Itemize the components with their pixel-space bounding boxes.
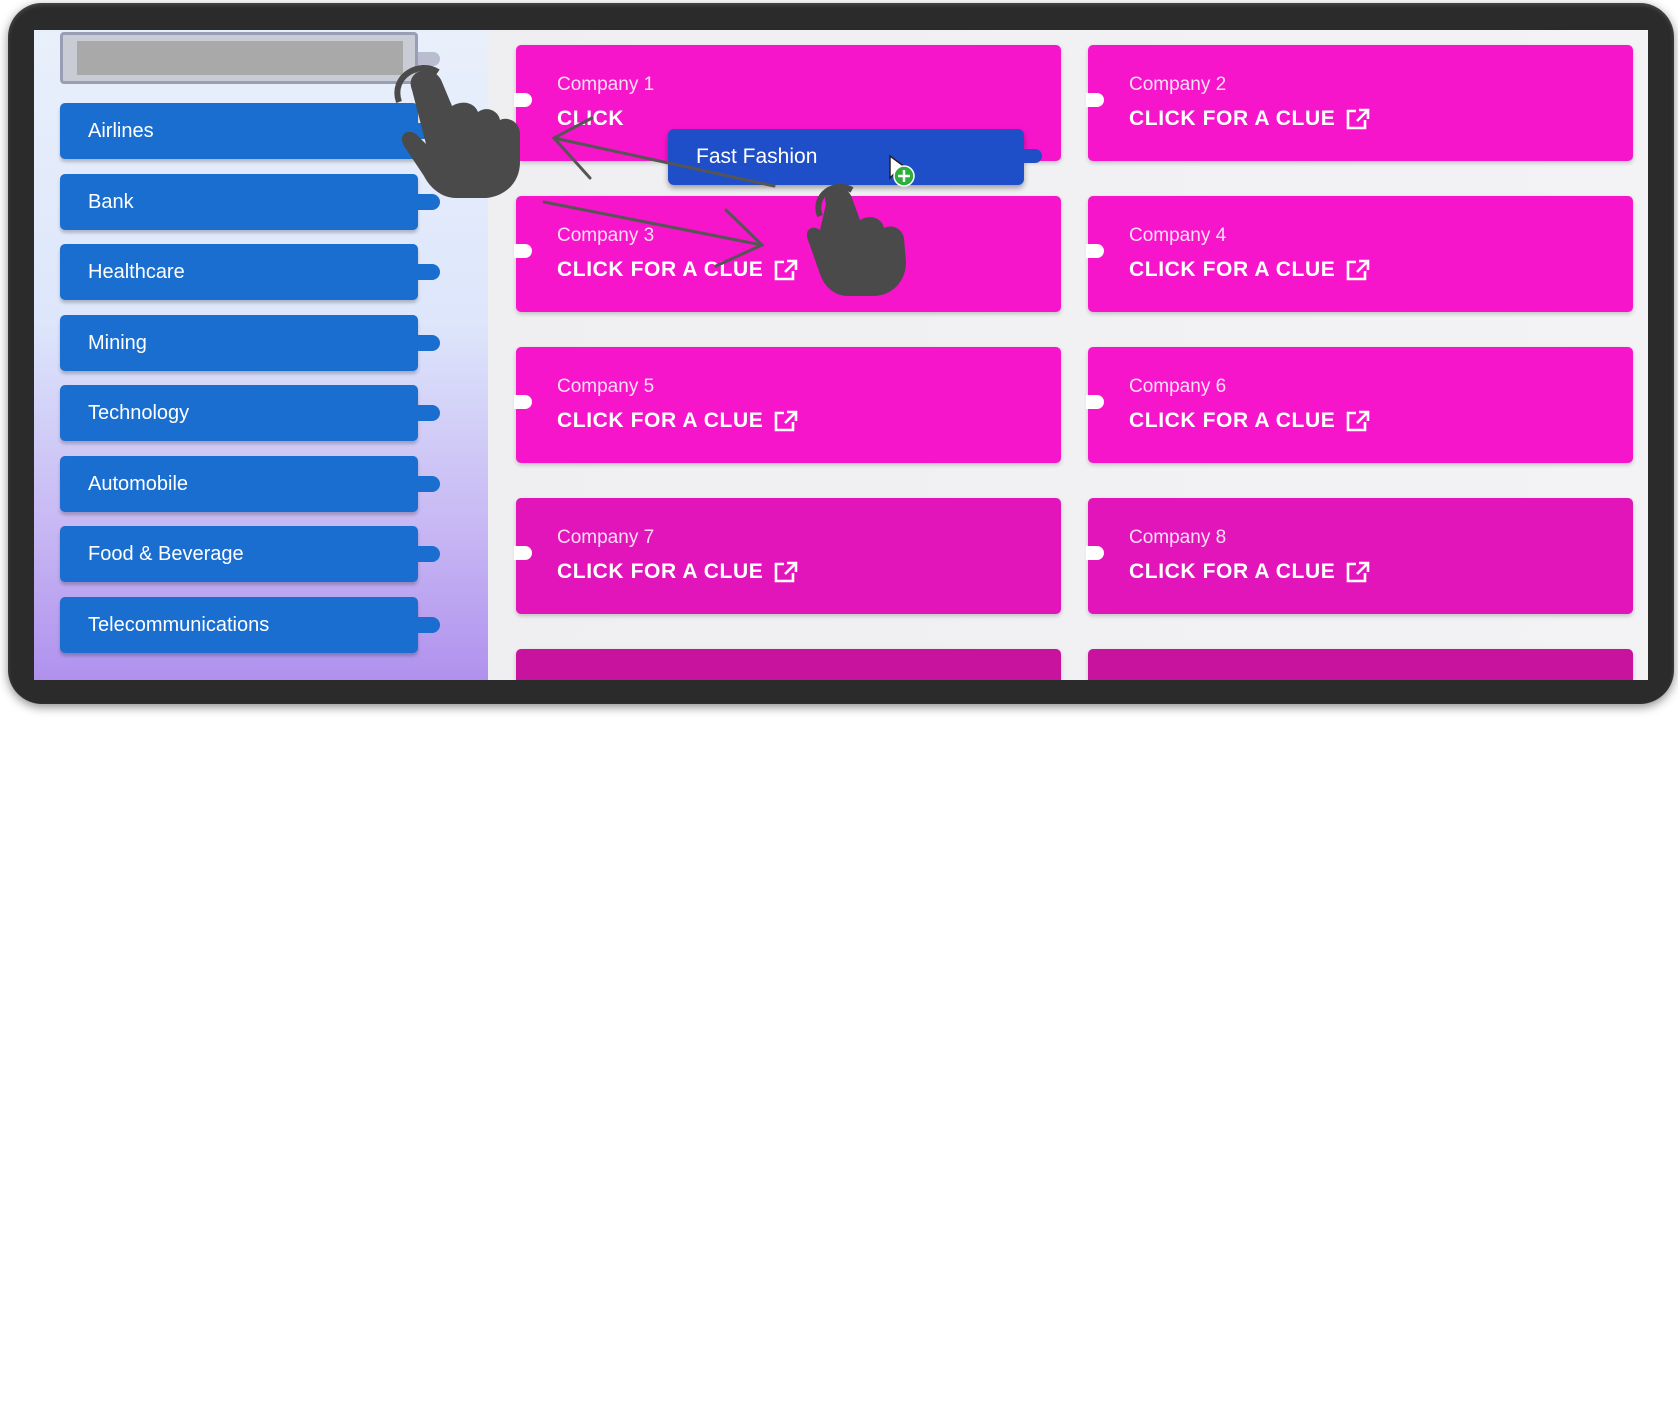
sidebar-item-label: Mining: [88, 331, 147, 354]
connector-nub: [416, 405, 440, 421]
sidebar-item-automobile[interactable]: Automobile: [60, 456, 440, 512]
company-name: Company 5: [557, 376, 655, 397]
clue-label: CLICK FOR A CLUE: [557, 258, 764, 281]
card-notch: [1086, 244, 1104, 258]
clue-label: CLICK FOR A CLUE: [1129, 107, 1336, 130]
sidebar-item-healthcare[interactable]: Healthcare: [60, 244, 440, 300]
company-card-3[interactable]: Company 3 CLICK FOR A CLUE: [514, 196, 1061, 312]
sidebar-item-food-beverage[interactable]: Food & Beverage: [60, 526, 440, 582]
clue-link[interactable]: CLICK FOR A CLUE: [1129, 107, 1371, 131]
sidebar-item-label: Food & Beverage: [88, 542, 244, 565]
sidebar-item-label: Automobile: [88, 472, 189, 495]
company-card-7[interactable]: Company 7 CLICK FOR A CLUE: [514, 498, 1061, 614]
external-link-icon: [1347, 108, 1370, 130]
clue-link[interactable]: CLICK: [557, 107, 624, 131]
clue-label: CLICK: [557, 107, 625, 130]
sidebar-item-technology[interactable]: Technology: [60, 385, 440, 441]
external-link-icon: [1347, 259, 1370, 281]
clue-label: CLICK FOR A CLUE: [1129, 409, 1336, 432]
company-card-8[interactable]: Company 8 CLICK FOR A CLUE: [1086, 498, 1633, 614]
clue-label: CLICK FOR A CLUE: [557, 560, 764, 583]
card-notch: [514, 93, 532, 107]
sidebar-item-airlines[interactable]: Airlines: [60, 103, 440, 159]
company-card-2[interactable]: Company 2 CLICK FOR A CLUE: [1086, 45, 1633, 161]
card-notch: [514, 546, 532, 560]
clue-link[interactable]: CLICK FOR A CLUE: [557, 409, 799, 433]
company-name: Company 8: [1129, 527, 1227, 548]
external-link-icon: [1347, 561, 1370, 583]
company-name: Company 6: [1129, 376, 1227, 397]
card-notch: [514, 395, 532, 409]
clue-label: CLICK FOR A CLUE: [1129, 560, 1336, 583]
drag-chip-label: Fast Fashion: [696, 145, 818, 168]
external-link-icon: [1347, 410, 1370, 432]
company-name: Company 1: [557, 74, 655, 95]
connector-nub: [416, 264, 440, 280]
clue-link[interactable]: CLICK FOR A CLUE: [557, 258, 799, 282]
clue-link[interactable]: CLICK FOR A CLUE: [1129, 258, 1371, 282]
company-card-10[interactable]: [1088, 649, 1633, 680]
card-notch: [514, 244, 532, 258]
company-card-4[interactable]: Company 4 CLICK FOR A CLUE: [1086, 196, 1633, 312]
drop-slot-nub: [418, 52, 440, 66]
connector-nub: [416, 617, 440, 633]
sidebar-item-label: Technology: [88, 401, 190, 424]
sidebar: Airlines Bank Healthcare Mining Technolo…: [34, 30, 488, 680]
clue-link[interactable]: CLICK FOR A CLUE: [1129, 409, 1371, 433]
clue-label: CLICK FOR A CLUE: [557, 409, 764, 432]
company-card-9[interactable]: [516, 649, 1061, 680]
empty-drop-slot[interactable]: [60, 32, 418, 84]
sidebar-item-label: Healthcare: [88, 260, 185, 283]
card-notch: [1086, 93, 1104, 107]
external-link-icon: [775, 410, 798, 432]
sidebar-item-bank[interactable]: Bank: [60, 174, 440, 230]
card-notch: [1086, 395, 1104, 409]
sidebar-item-label: Airlines: [88, 119, 154, 142]
clue-link[interactable]: CLICK FOR A CLUE: [557, 560, 799, 584]
connector-nub: [416, 546, 440, 562]
company-name: Company 3: [557, 225, 655, 246]
company-name: Company 7: [557, 527, 655, 548]
dragged-industry-chip[interactable]: Fast Fashion: [668, 129, 1042, 185]
external-link-icon: [775, 561, 798, 583]
app-screen: Airlines Bank Healthcare Mining Technolo…: [34, 30, 1648, 680]
external-link-icon: [775, 259, 798, 281]
drop-slot-highlight: [77, 41, 403, 75]
connector-nub: [416, 335, 440, 351]
sidebar-item-label: Bank: [88, 190, 134, 213]
company-name: Company 4: [1129, 225, 1227, 246]
company-card-6[interactable]: Company 6 CLICK FOR A CLUE: [1086, 347, 1633, 463]
card-notch: [1086, 546, 1104, 560]
connector-nub: [416, 476, 440, 492]
clue-link[interactable]: CLICK FOR A CLUE: [1129, 560, 1371, 584]
sidebar-item-label: Telecommunications: [88, 613, 270, 636]
company-name: Company 2: [1129, 74, 1227, 95]
company-card-5[interactable]: Company 5 CLICK FOR A CLUE: [514, 347, 1061, 463]
sidebar-item-mining[interactable]: Mining: [60, 315, 440, 371]
company-grid: Company 1 CLICK Company 2 CLICK FOR A CL…: [488, 30, 1648, 680]
connector-nub: [1022, 149, 1042, 163]
sidebar-item-telecommunications[interactable]: Telecommunications: [60, 597, 440, 653]
clue-label: CLICK FOR A CLUE: [1129, 258, 1336, 281]
connector-nub: [416, 194, 440, 210]
connector-nub: [416, 123, 440, 139]
device-frame: Airlines Bank Healthcare Mining Technolo…: [8, 3, 1674, 704]
